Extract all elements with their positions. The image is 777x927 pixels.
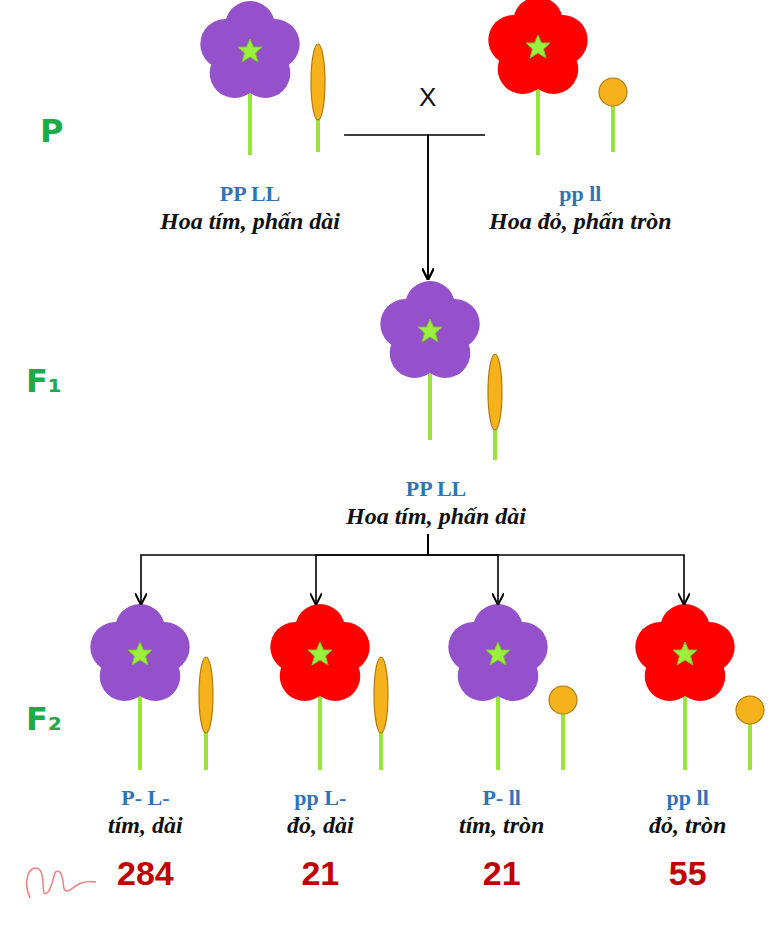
signature-scribble — [27, 868, 96, 898]
genotype-label: pp ll — [649, 785, 726, 811]
cross-symbol: X — [419, 82, 436, 113]
generation-label: F₂ — [26, 700, 62, 738]
f2-plant: P- L-tím, dài 284 — [104, 605, 187, 893]
f2-plant: pp llđỏ, tròn 55 — [645, 605, 730, 893]
genotype-label: P- ll — [459, 785, 544, 811]
cross-arrow — [428, 135, 485, 280]
f2-plant: pp L-đỏ, dài 21 — [283, 605, 358, 893]
phenotype-label: Hoa tím, phấn dài — [346, 502, 526, 530]
count-number: 21 — [459, 853, 544, 893]
stems — [140, 50, 750, 770]
count-number: 21 — [287, 853, 354, 893]
cross-arrow — [141, 534, 428, 605]
count-number: 284 — [108, 853, 183, 893]
count-number: 55 — [649, 853, 726, 893]
pollen-grains — [199, 44, 764, 733]
generation-label: F₁ — [26, 362, 62, 400]
genotype-label: pp ll — [489, 181, 672, 207]
parent-plant: PP LLHoa tím, phấn dài — [156, 5, 344, 235]
genotype-label: PP LL — [346, 476, 526, 502]
flowers — [90, 0, 734, 701]
phenotype-label: tím, tròn — [459, 811, 544, 839]
phenotype-label: Hoa đỏ, phấn tròn — [489, 207, 672, 235]
parent-plant: pp llHoa đỏ, phấn tròn — [485, 5, 676, 235]
generation-label: P — [40, 112, 63, 150]
cross-arrow — [428, 534, 684, 605]
genotype-label: PP LL — [160, 181, 340, 207]
phenotype-label: đỏ, dài — [287, 811, 354, 839]
f2-plant: P- lltím, tròn 21 — [455, 605, 548, 893]
phenotype-label: Hoa tím, phấn dài — [160, 207, 340, 235]
genotype-label: P- L- — [108, 785, 183, 811]
cross-arrow — [428, 534, 498, 605]
genotype-label: pp L- — [287, 785, 354, 811]
phenotype-label: đỏ, tròn — [649, 811, 726, 839]
f1-plant: PP LLHoa tím, phấn dài — [342, 280, 530, 530]
cross-arrow — [344, 135, 428, 280]
cross-arrow — [316, 534, 428, 605]
phenotype-label: tím, dài — [108, 811, 183, 839]
